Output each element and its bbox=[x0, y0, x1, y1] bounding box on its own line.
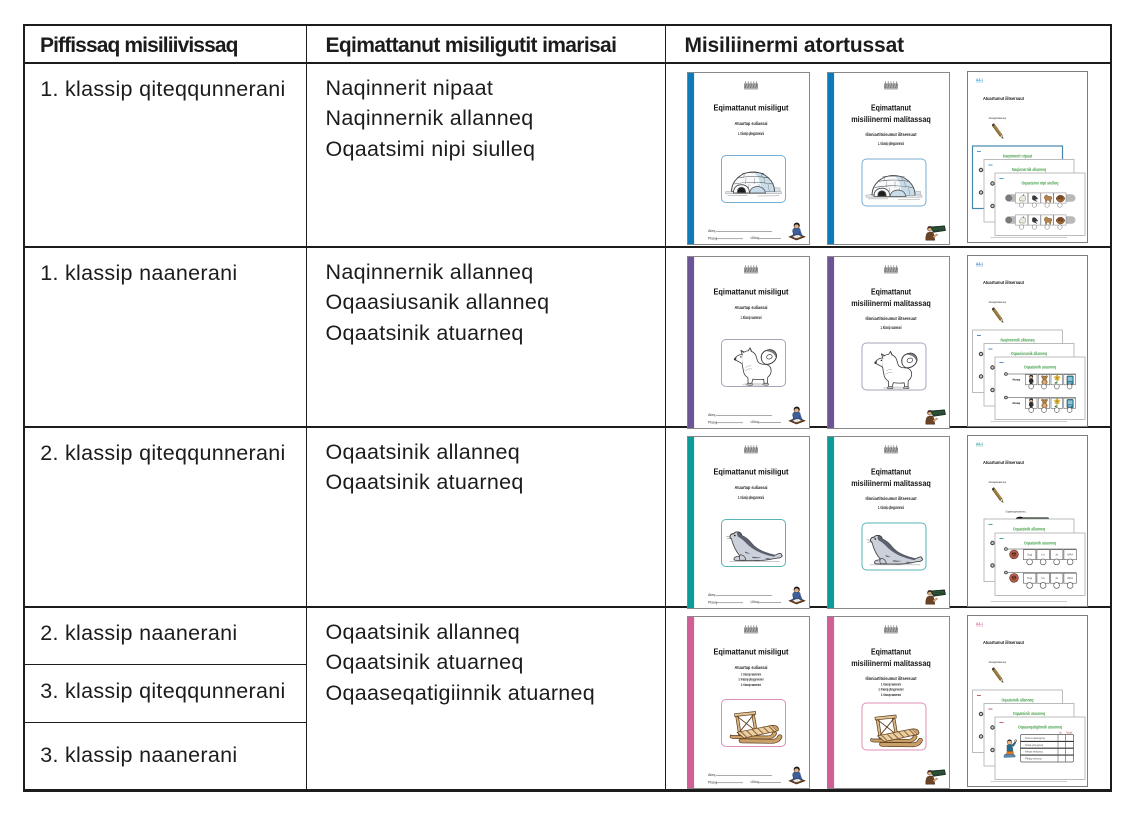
svg-text:Oqaatsinik atuarneq: Oqaatsinik atuarneq bbox=[1013, 710, 1045, 715]
svg-text:Atuartumut ilitsersuut: Atuartumut ilitsersuut bbox=[983, 460, 1024, 465]
svg-text:Ateq: Ateq bbox=[708, 413, 715, 417]
svg-text:1. Klassip naanerani: 1. Klassip naanerani bbox=[881, 325, 902, 330]
svg-text:Oqaatsimi nipi siulleq: Oqaatsimi nipi siulleq bbox=[1022, 180, 1059, 185]
svg-text:- Piitaq nerivoq: - Piitaq nerivoq bbox=[1024, 756, 1042, 760]
svg-text:Oqaatsinik allanneq: Oqaatsinik allanneq bbox=[1013, 526, 1045, 531]
svg-text:Eqimattanut misiligut: Eqimattanut misiligut bbox=[714, 287, 789, 296]
svg-text:Naqinnernik allanneq: Naqinnernik allanneq bbox=[1012, 166, 1046, 171]
svg-text:Oqaatsinik atuarneq: Oqaatsinik atuarneq bbox=[1024, 540, 1056, 545]
svg-text:Piseq: Piseq bbox=[708, 420, 717, 424]
svg-text:Atuaqqissaarneq: Atuaqqissaarneq bbox=[989, 479, 1007, 483]
svg-text:Uu: Uu bbox=[1041, 576, 1045, 580]
svg-text:AA.1: AA.1 bbox=[976, 262, 983, 266]
svg-text:AA.1: AA.1 bbox=[976, 442, 983, 446]
svg-text:Atuaqqissaarneq: Atuaqqissaarneq bbox=[989, 115, 1007, 119]
svg-text:2. Klassip naanerani: 2. Klassip naanerani bbox=[881, 681, 901, 686]
svg-text:Uu: Uu bbox=[1041, 552, 1045, 556]
svg-text:AA.1: AA.1 bbox=[976, 78, 983, 82]
svg-text:Atuartumut ilitsersuut: Atuartumut ilitsersuut bbox=[983, 640, 1024, 645]
svg-text:Oqaasiusanik allanneq: Oqaasiusanik allanneq bbox=[1011, 350, 1047, 355]
svg-text:Ulloq: Ulloq bbox=[751, 236, 759, 240]
svg-text:3. Klassip qiteqqunnerani: 3. Klassip qiteqqunnerani bbox=[739, 676, 764, 681]
svg-text:WAA: WAA bbox=[1067, 552, 1073, 556]
svg-text:- Aleqa sinippoq: - Aleqa sinippoq bbox=[1024, 749, 1044, 753]
svg-text:Ateq: Ateq bbox=[708, 229, 715, 233]
svg-text:Atuartup suliassai: Atuartup suliassai bbox=[735, 665, 768, 671]
svg-text:Oqaatsinik atuarneq: Oqaatsinik atuarneq bbox=[1024, 364, 1056, 369]
svg-text:2. Klassip qiteqqunnerani: 2. Klassip qiteqqunnerani bbox=[878, 505, 904, 510]
svg-text:Atuartumut ilitsersuut: Atuartumut ilitsersuut bbox=[983, 280, 1024, 285]
svg-text:Ulloq: Ulloq bbox=[751, 420, 759, 424]
svg-text:3. Klassip naanerani: 3. Klassip naanerani bbox=[881, 691, 901, 696]
svg-text:Atuartup suliassai: Atuartup suliassai bbox=[735, 305, 768, 311]
svg-text:Ja: Ja bbox=[1055, 552, 1058, 556]
svg-text:Eqimattanut: Eqimattanut bbox=[871, 467, 911, 476]
svg-text:Eqimattanut: Eqimattanut bbox=[871, 103, 911, 112]
svg-text:Atuartup suliassai: Atuartup suliassai bbox=[735, 121, 768, 127]
svg-text:Uu: Uu bbox=[1059, 730, 1063, 734]
svg-text:Naqinnernik allanneq: Naqinnernik allanneq bbox=[1001, 337, 1035, 342]
svg-text:3. Klassip qiteqqunnerani: 3. Klassip qiteqqunnerani bbox=[879, 686, 904, 691]
svg-text:Ilinniartitsisumut ilitsersuut: Ilinniartitsisumut ilitsersuut bbox=[866, 496, 917, 502]
svg-text:AA.1: AA.1 bbox=[976, 622, 983, 626]
svg-text:Oqaaseqqissaarneq: Oqaaseqqissaarneq bbox=[1006, 509, 1026, 513]
svg-text:Eqimattanut misiligut: Eqimattanut misiligut bbox=[714, 467, 789, 476]
svg-text:misiliinermi malitassaq: misiliinermi malitassaq bbox=[851, 659, 931, 668]
svg-text:WAA: WAA bbox=[1067, 576, 1073, 580]
svg-text:Oqaaseqatigiinnik atuarneq: Oqaaseqatigiinnik atuarneq bbox=[1018, 724, 1062, 729]
svg-text:Oqq: Oqq bbox=[1027, 576, 1033, 580]
svg-text:misiliinermi malitassaq: misiliinermi malitassaq bbox=[851, 115, 931, 124]
svg-text:Eqimattanut misiligut: Eqimattanut misiligut bbox=[714, 103, 789, 112]
svg-text:Atuartup suliassai: Atuartup suliassai bbox=[735, 485, 768, 491]
svg-text:Piseq: Piseq bbox=[708, 600, 717, 604]
svg-text:Oqq: Oqq bbox=[1027, 552, 1033, 556]
svg-text:- Nuka pisuppoq: - Nuka pisuppoq bbox=[1024, 742, 1044, 746]
svg-text:Ulloq: Ulloq bbox=[751, 780, 759, 784]
svg-text:3. Klassip naanerani: 3. Klassip naanerani bbox=[741, 681, 761, 686]
svg-text:Ilinniartitsisumut ilitsersuut: Ilinniartitsisumut ilitsersuut bbox=[866, 132, 917, 138]
svg-text:Oqaatsinik allanneq: Oqaatsinik allanneq bbox=[1002, 697, 1034, 702]
svg-text:Eqimattanut misiligut: Eqimattanut misiligut bbox=[714, 647, 789, 656]
svg-text:Ilinniartitsisumut ilitsersuut: Ilinniartitsisumut ilitsersuut bbox=[866, 316, 917, 322]
svg-text:Naqinnerit nipaat: Naqinnerit nipaat bbox=[1003, 153, 1032, 158]
svg-text:2. Klassip qiteqqunnerani: 2. Klassip qiteqqunnerani bbox=[738, 495, 764, 500]
svg-text:1. Klassip naanerani: 1. Klassip naanerani bbox=[741, 315, 762, 320]
svg-text:Piseq: Piseq bbox=[708, 236, 717, 240]
svg-text:misiliinermi malitassaq: misiliinermi malitassaq bbox=[851, 299, 931, 308]
svg-text:Ateq: Ateq bbox=[708, 593, 715, 597]
svg-text:Eqimattanut: Eqimattanut bbox=[871, 287, 911, 296]
svg-text:Atuartumut ilitsersuut: Atuartumut ilitsersuut bbox=[983, 96, 1024, 101]
svg-text:Naak: Naak bbox=[1066, 730, 1073, 734]
svg-text:- Nuna oqaluppoq: - Nuna oqaluppoq bbox=[1024, 735, 1046, 739]
svg-text:Ateq: Ateq bbox=[708, 773, 715, 777]
svg-text:Ja: Ja bbox=[1055, 576, 1058, 580]
svg-text:Ulloq: Ulloq bbox=[751, 600, 759, 604]
svg-text:2. Klassip naanerani: 2. Klassip naanerani bbox=[741, 671, 761, 676]
svg-text:1. Klassip qiteqqunnerani: 1. Klassip qiteqqunnerani bbox=[738, 131, 764, 136]
svg-text:Atuaqqissaarneq: Atuaqqissaarneq bbox=[989, 299, 1007, 303]
svg-text:Atuaq: Atuaq bbox=[1012, 400, 1020, 404]
svg-text:Eqimattanut: Eqimattanut bbox=[871, 647, 911, 656]
svg-text:1. Klassip qiteqqunnerani: 1. Klassip qiteqqunnerani bbox=[878, 141, 904, 146]
svg-text:Atuaq: Atuaq bbox=[1012, 377, 1020, 381]
svg-text:misiliinermi malitassaq: misiliinermi malitassaq bbox=[851, 479, 931, 488]
svg-text:Piseq: Piseq bbox=[708, 780, 717, 784]
svg-text:Ilinniartitsisumut ilitsersuut: Ilinniartitsisumut ilitsersuut bbox=[866, 676, 917, 682]
svg-text:Atuaqqissaarneq: Atuaqqissaarneq bbox=[989, 659, 1007, 663]
